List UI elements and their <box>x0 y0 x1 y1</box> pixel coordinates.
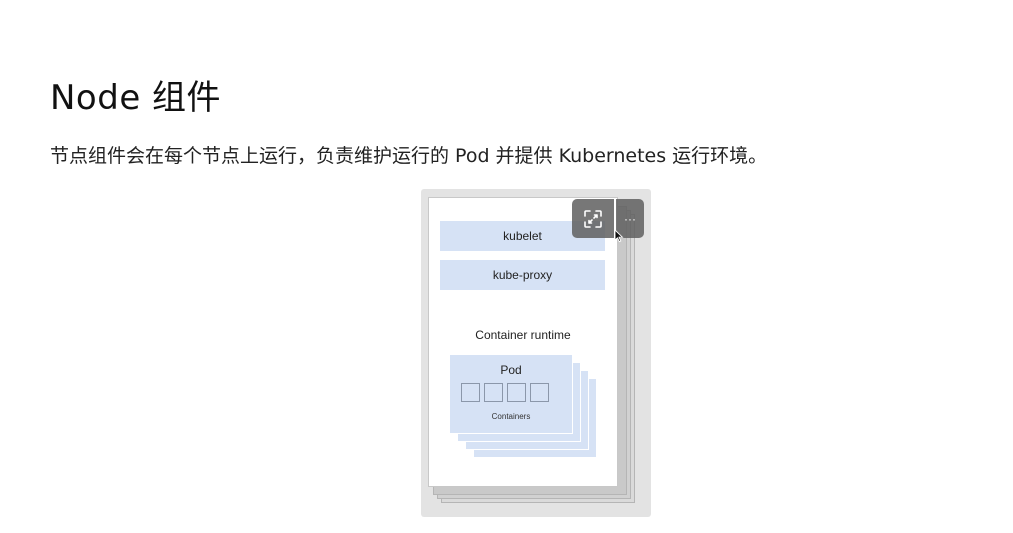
kube-proxy-box: kube-proxy <box>440 260 605 290</box>
expand-icon <box>584 209 602 228</box>
container-row <box>461 383 549 402</box>
container-box <box>530 383 549 402</box>
container-runtime-label: Container runtime <box>475 328 571 342</box>
container-box <box>507 383 526 402</box>
container-box <box>461 383 480 402</box>
more-options-button[interactable]: ··· <box>616 199 644 238</box>
node-card: kubelet kube-proxy Container runtime Pod… <box>428 197 618 487</box>
containers-label: Containers <box>491 412 531 421</box>
section-heading: Node 组件 <box>50 78 222 118</box>
container-box <box>484 383 503 402</box>
pod-box: Pod Containers <box>449 354 573 434</box>
image-toolbar: ··· <box>572 199 644 238</box>
section-description: 节点组件会在每个节点上运行，负责维护运行的 Pod 并提供 Kubernetes… <box>50 145 768 167</box>
mouse-pointer-icon <box>614 229 624 243</box>
expand-button[interactable] <box>572 199 614 238</box>
pod-label: Pod <box>500 363 522 377</box>
